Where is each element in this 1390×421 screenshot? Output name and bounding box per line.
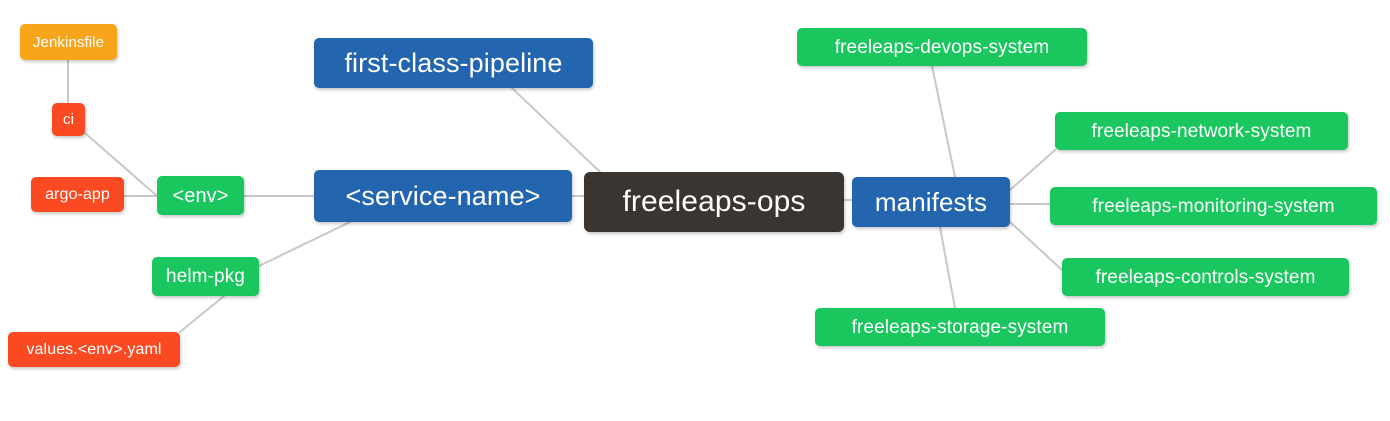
node-helm-pkg[interactable]: helm-pkg xyxy=(152,257,259,296)
node-argo-app[interactable]: argo-app xyxy=(31,177,124,212)
node-ci[interactable]: ci xyxy=(52,103,85,136)
node-jenkinsfile[interactable]: Jenkinsfile xyxy=(20,24,117,60)
node-freeleaps-storage-system[interactable]: freeleaps-storage-system xyxy=(815,308,1105,346)
node-manifests[interactable]: manifests xyxy=(852,177,1010,227)
node-service-name[interactable]: <service-name> xyxy=(314,170,572,222)
edge-freeleaps-network-system-to-manifests xyxy=(1009,149,1056,191)
node-freeleaps-monitoring-system[interactable]: freeleaps-monitoring-system xyxy=(1050,187,1377,225)
node-values-yaml[interactable]: values.<env>.yaml xyxy=(8,332,180,367)
edge-freeleaps-storage-system-to-manifests xyxy=(939,226,956,309)
node-freeleaps-network-system[interactable]: freeleaps-network-system xyxy=(1055,112,1348,150)
edge-freeleaps-controls-system-to-manifests xyxy=(1009,221,1063,271)
edge-helm-pkg-to-service-name xyxy=(258,221,351,267)
node-freeleaps-devops-system[interactable]: freeleaps-devops-system xyxy=(797,28,1087,66)
node-first-class-pipeline[interactable]: first-class-pipeline xyxy=(314,38,593,88)
node-freeleaps-ops[interactable]: freeleaps-ops xyxy=(584,172,844,232)
edge-freeleaps-devops-system-to-manifests xyxy=(931,65,956,178)
node-env[interactable]: <env> xyxy=(157,176,244,215)
node-freeleaps-controls-system[interactable]: freeleaps-controls-system xyxy=(1062,258,1349,296)
edge-first-class-pipeline-to-freeleaps-ops xyxy=(511,87,601,173)
edge-values-yaml-to-helm-pkg xyxy=(179,295,225,333)
